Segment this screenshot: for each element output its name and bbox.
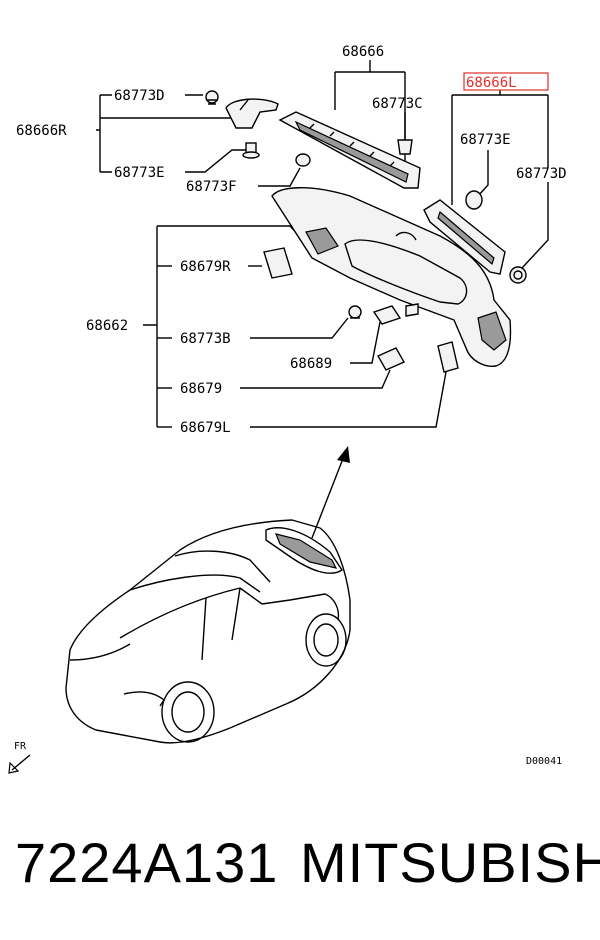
label-68679L: 68679L <box>180 420 231 436</box>
brand-name: MITSUBISHI <box>300 831 600 894</box>
part-labels: 68666 68666L 68773C 68773E 68773D 68773D… <box>16 44 567 436</box>
parts-diagram: 68666 68666L 68773C 68773E 68773D 68773D… <box>8 44 567 774</box>
label-68773D-left: 68773D <box>114 88 165 104</box>
label-68773D-right: 68773D <box>516 166 567 182</box>
label-68773F: 68773F <box>186 179 237 195</box>
label-68689: 68689 <box>290 356 332 372</box>
clips <box>205 90 527 319</box>
part-68662-tailgate-trim <box>271 187 512 367</box>
label-68773E-right: 68773E <box>460 132 511 148</box>
label-68666: 68666 <box>342 44 384 60</box>
location-arrow <box>311 446 350 539</box>
part-number: 7224A131 <box>15 831 279 894</box>
part-68666L-side-trim <box>423 199 506 275</box>
part-68666-upper-trim <box>278 111 421 189</box>
label-68679R: 68679R <box>180 259 231 275</box>
car-outline <box>65 519 351 744</box>
label-68666L: 68666L <box>466 75 517 91</box>
footer: 7224A131 MITSUBISHI <box>0 830 600 910</box>
label-68679: 68679 <box>180 381 222 397</box>
small-parts <box>263 247 459 373</box>
direction-indicator: FR <box>8 741 31 774</box>
label-68773C: 68773C <box>372 96 423 112</box>
label-68773B: 68773B <box>180 331 231 347</box>
label-68773E-left: 68773E <box>114 165 165 181</box>
label-68666R: 68666R <box>16 123 67 139</box>
part-68666R-side-trim <box>225 98 279 129</box>
direction-label: FR <box>14 741 27 752</box>
label-68662: 68662 <box>86 318 128 334</box>
diagram-code: D00041 <box>526 756 562 767</box>
leader-lines <box>96 60 549 428</box>
